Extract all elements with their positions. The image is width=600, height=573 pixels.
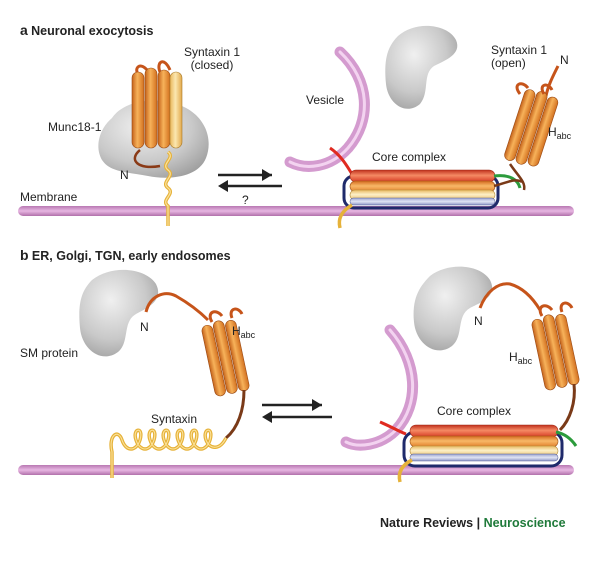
syntaxin-open-line1: Syntaxin 1 — [491, 43, 548, 57]
credit-section: Neuroscience — [483, 516, 566, 530]
habc-a-sub: abc — [556, 131, 572, 141]
label-vesicle: Vesicle — [306, 93, 345, 107]
label-core-complex-b: Core complex — [437, 404, 512, 418]
core-complex-b — [397, 424, 578, 483]
label-habc-b-left: Habc — [232, 324, 256, 341]
equilibrium-arrows-a — [218, 169, 282, 192]
panel-b-title: ER, Golgi, TGN, early endosomes — [31, 249, 231, 263]
label-habc-b-right: Habc — [509, 350, 533, 367]
label-n-b-left: N — [140, 320, 149, 334]
label-syntaxin: Syntaxin — [151, 412, 198, 426]
syntaxin-1-closed — [131, 60, 183, 169]
panel-a-letter: a — [20, 22, 28, 38]
panel-b-heading: b ER, Golgi, TGN, early endosomes — [20, 247, 231, 264]
label-sm-protein: SM protein — [20, 346, 79, 360]
habc-domain-right — [531, 301, 580, 432]
journal-credit: Nature Reviews | Neuroscience — [380, 516, 566, 531]
equilibrium-arrows-b — [262, 399, 332, 423]
munc18-1-released — [385, 25, 458, 109]
label-habc-a: Habc — [548, 125, 572, 142]
label-syntaxin-closed: Syntaxin 1 (closed) — [184, 45, 241, 73]
habc-b-right-sub: abc — [517, 356, 533, 366]
label-core-complex-a: Core complex — [372, 150, 447, 164]
sm-protein-right — [413, 266, 493, 351]
habc-b-right-main: H — [509, 350, 518, 364]
label-n-b-right: N — [474, 314, 483, 328]
label-n-open: N — [560, 53, 569, 67]
credit-journal: Nature Reviews — [380, 516, 474, 530]
syntaxin-1-open — [504, 65, 560, 191]
syntaxin-open-line2: (open) — [491, 56, 526, 71]
panel-a-heading: a Neuronal exocytosis — [20, 22, 154, 39]
habc-a-main: H — [548, 125, 557, 139]
syntaxin-closed-line2: (closed) — [190, 58, 234, 73]
credit-separator: | — [473, 516, 484, 530]
habc-b-left-main: H — [232, 324, 241, 338]
label-n-closed: N — [120, 168, 129, 182]
panel-a-title: Neuronal exocytosis — [31, 24, 154, 38]
habc-domain-left — [201, 307, 250, 440]
panel-b-letter: b — [20, 247, 29, 263]
label-munc18-1: Munc18-1 — [48, 120, 102, 134]
core-complex-a — [337, 169, 523, 229]
label-membrane: Membrane — [20, 190, 78, 204]
syntaxin-closed-line1: Syntaxin 1 — [184, 45, 241, 59]
label-question: ? — [242, 193, 249, 207]
sm-protein-left — [79, 269, 159, 357]
habc-b-left-sub: abc — [240, 330, 256, 340]
label-syntaxin-open: Syntaxin 1 (open) — [491, 43, 548, 71]
